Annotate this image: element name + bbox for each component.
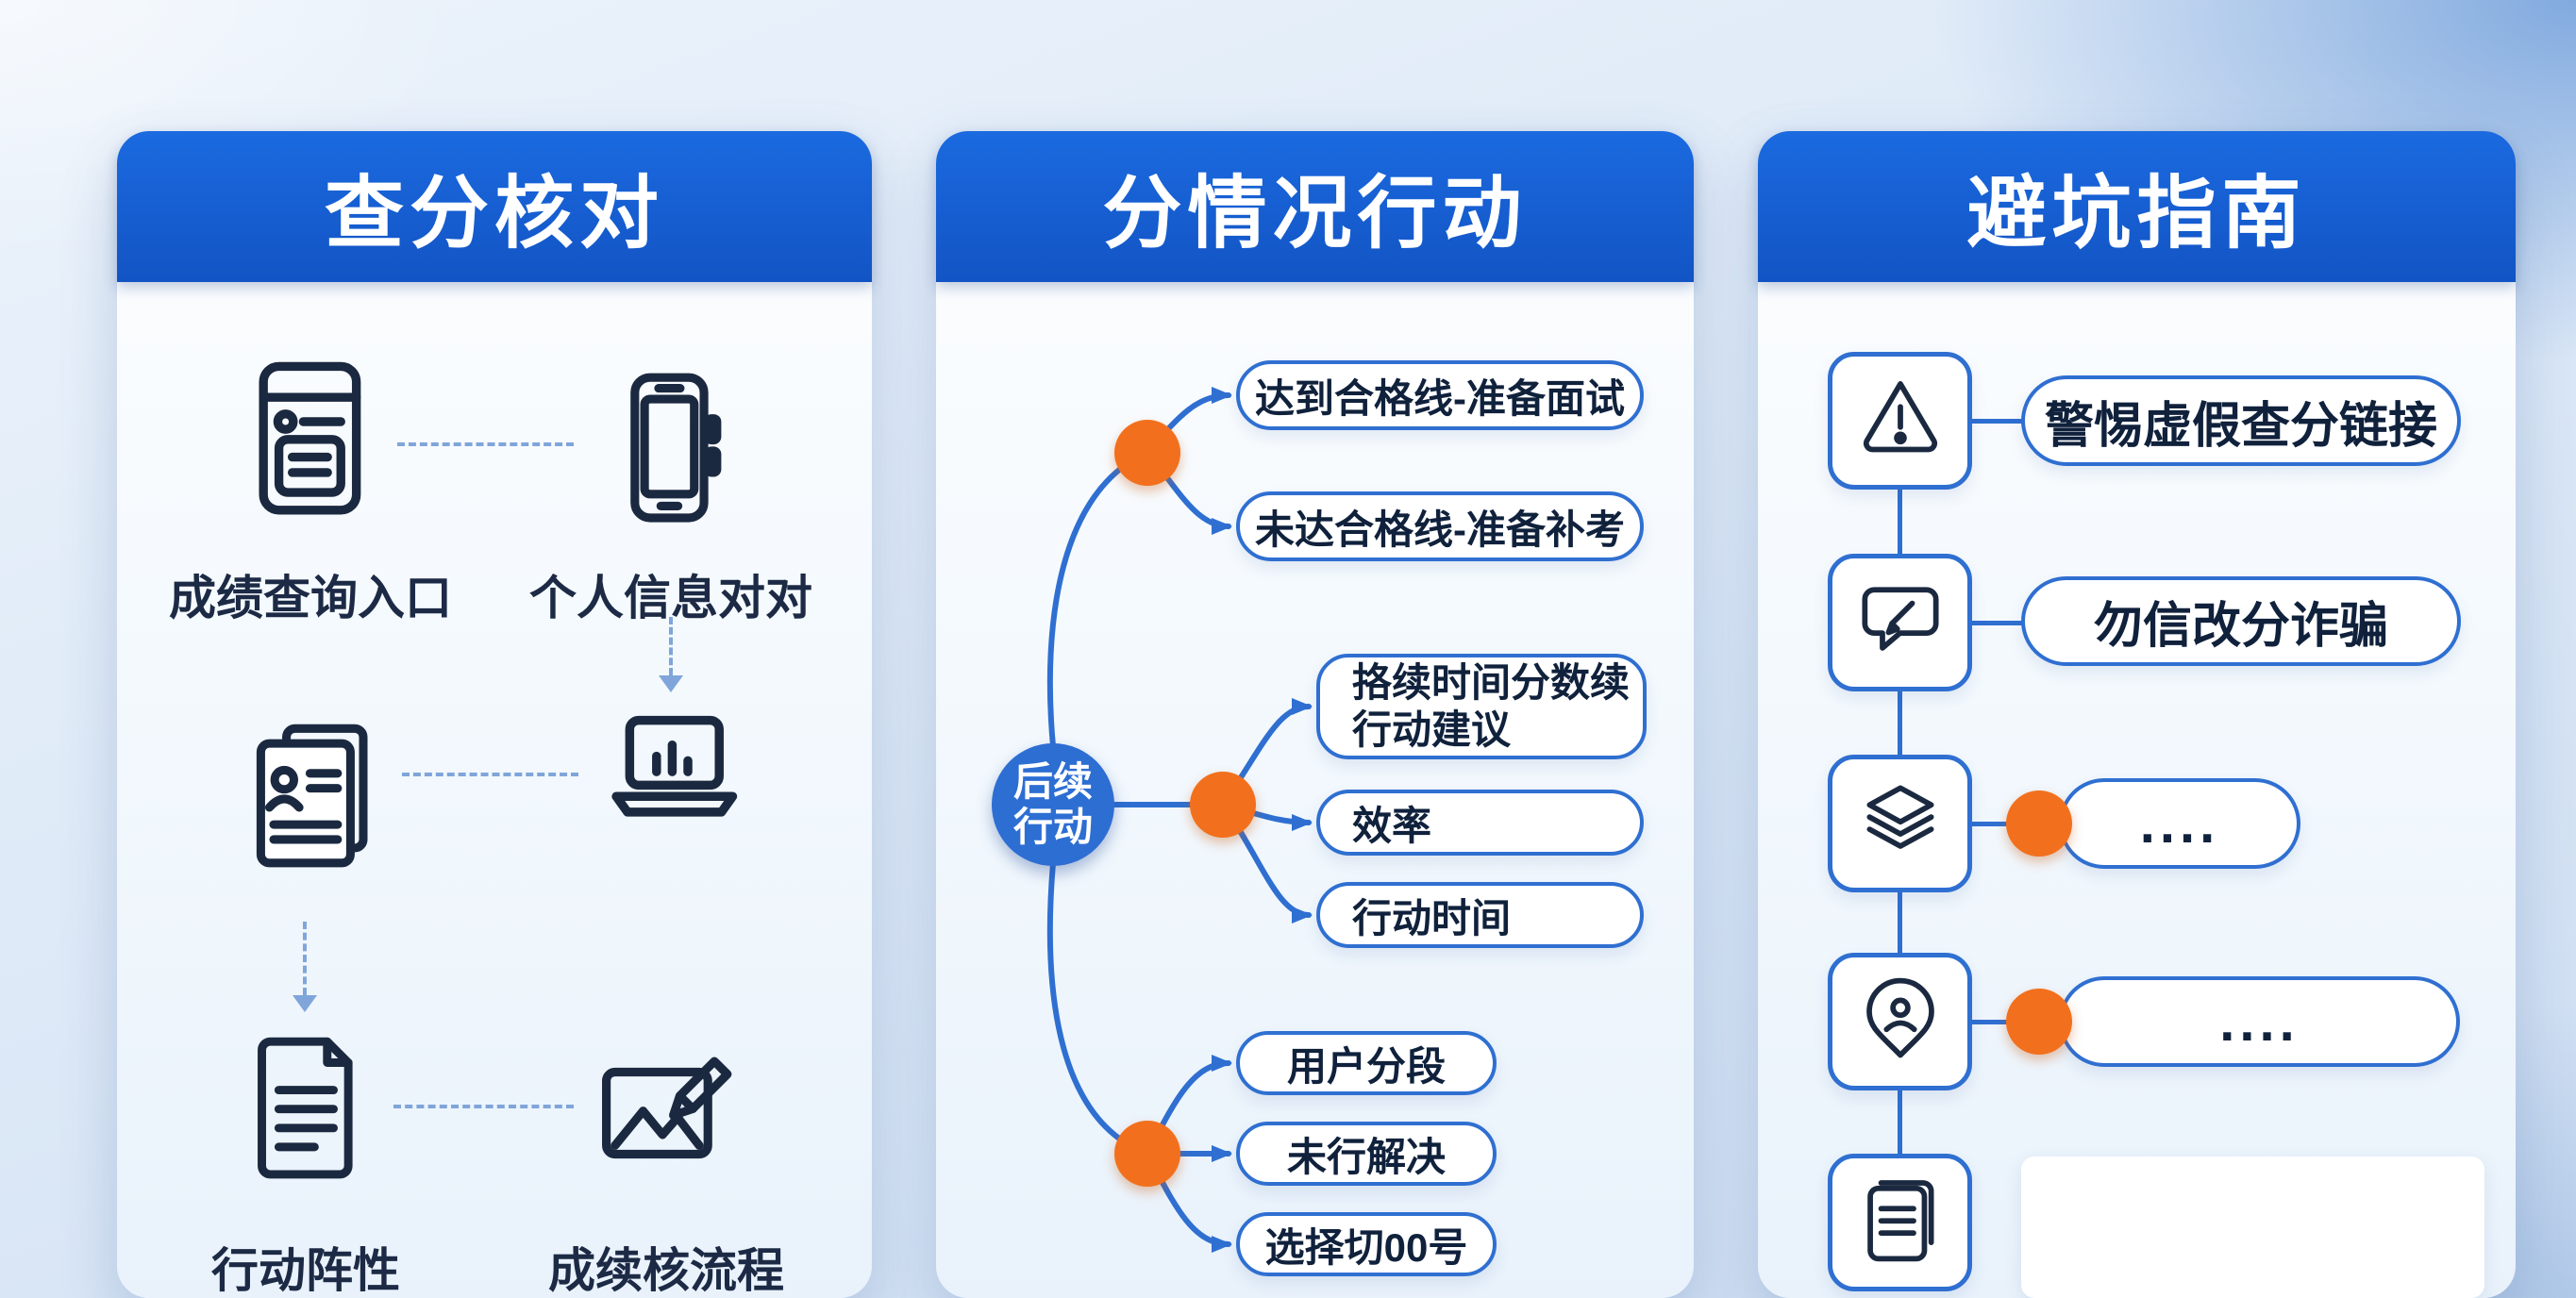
laptop-icon — [592, 705, 754, 867]
down-arrowhead-icon — [293, 995, 317, 1012]
pill-user-segment: 用户分段 — [1236, 1031, 1497, 1095]
row1-left-label: 成绩查询入口 — [169, 572, 452, 624]
dashed-down-arrow — [303, 922, 307, 995]
card-action-plan-header: 分情况行动 — [936, 131, 1694, 282]
row3-left-label: 行动阵性 — [211, 1244, 400, 1297]
dashed-connector — [397, 442, 574, 446]
card-pitfall-guide-header: 避坑指南 — [1758, 131, 2516, 282]
down-arrowhead-icon — [659, 675, 683, 692]
pill-dots-1: .... — [2059, 778, 2300, 869]
horizontal-connector — [1972, 419, 2024, 424]
icon-box-person — [1828, 953, 1972, 1090]
branch-dot-bottom — [1114, 1121, 1180, 1187]
dashed-down-arrow — [669, 617, 673, 675]
card-score-check: 查分核对 成绩查询入口 个人信息对对 行动阵性 成续核流程 — [117, 131, 872, 1298]
center-node-line2: 行动 — [1012, 805, 1093, 849]
branch-dot-top — [1114, 420, 1180, 486]
phone-list-icon — [230, 358, 391, 518]
horizontal-connector — [1972, 621, 2024, 625]
pill-unsolved: 未行解决 — [1236, 1122, 1497, 1186]
card-score-check-title: 查分核对 — [324, 168, 664, 258]
image-edit-icon — [587, 1031, 744, 1188]
pill-action-time: 行动时间 — [1316, 882, 1644, 948]
icon-box-chat — [1828, 554, 1972, 691]
doc-lines-icon — [1851, 1173, 1949, 1272]
branch-dot-middle — [1190, 772, 1256, 838]
document-icon — [230, 1031, 383, 1184]
pill-pass-line: 达到合格线-准备面试 — [1236, 360, 1644, 430]
warning-triangle-icon — [1851, 372, 1949, 470]
pill-dots-2: .... — [2059, 976, 2460, 1067]
row3-right-label: 成续核流程 — [548, 1244, 784, 1297]
icon-box-warning — [1828, 352, 1972, 490]
pill-efficiency: 效率 — [1316, 790, 1644, 856]
row-dot-1 — [2006, 790, 2072, 857]
card-pitfall-guide-title: 避坑指南 — [1966, 168, 2307, 258]
center-node-line1: 后续 — [1012, 758, 1093, 804]
icon-box-layers — [1828, 755, 1972, 892]
pill-fail-line: 未达合格线-准备补考 — [1236, 491, 1644, 561]
card-action-plan: 分情况行动 后续 行 — [936, 131, 1694, 1298]
smartphone-icon — [592, 369, 748, 525]
pill-choose: 选择切00号 — [1236, 1212, 1497, 1276]
row1-right-label: 个人信息对对 — [529, 572, 812, 624]
card-score-check-header: 查分核对 — [117, 131, 872, 282]
mindmap-center-node: 后续 行动 — [992, 743, 1114, 866]
chat-edit-icon — [1851, 574, 1949, 672]
pill-scam-warning: 勿信改分诈骗 — [2021, 576, 2461, 666]
pill-advice-line2: 行动建议 — [1352, 707, 1512, 752]
card-action-plan-title: 分情况行动 — [1102, 168, 1528, 258]
mindmap-connectors — [1046, 387, 1313, 1253]
empty-white-box — [2021, 1157, 2484, 1298]
dashed-connector — [393, 1105, 574, 1108]
person-pin-icon — [1851, 973, 1949, 1071]
pill-fake-link-warning: 警惕虚假查分链接 — [2021, 375, 2461, 466]
row-dot-2 — [2006, 989, 2072, 1055]
pill-advice-multi: 挌续时间分数续 行动建议 — [1316, 654, 1647, 759]
card-pitfall-guide: 避坑指南 警惕虚假查分链接 勿信改分诈骗 .... .... — [1758, 131, 2516, 1298]
icon-box-doc — [1828, 1154, 1972, 1291]
dashed-connector — [402, 773, 578, 776]
pill-advice-line1: 挌续时间分数续 — [1352, 659, 1631, 705]
layers-icon — [1851, 774, 1949, 873]
resume-icon — [233, 718, 388, 873]
